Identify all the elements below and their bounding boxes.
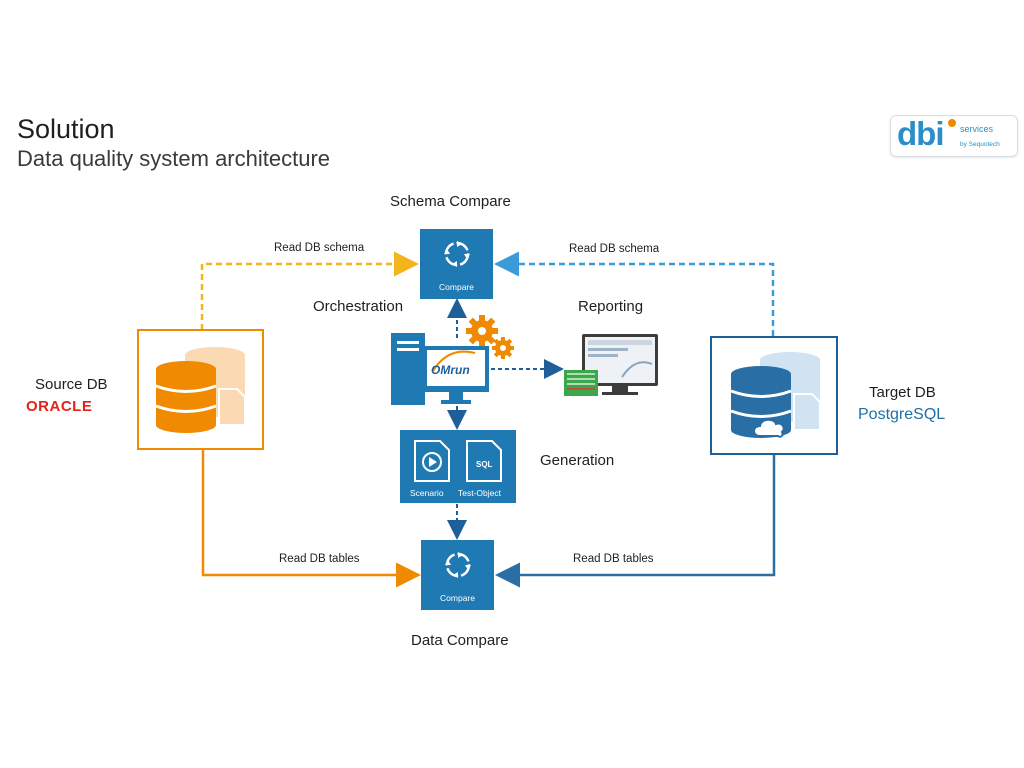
data-compare-box-label: Compare bbox=[440, 593, 475, 603]
database-icon bbox=[730, 352, 821, 438]
schema-compare-box-label: Compare bbox=[439, 282, 474, 292]
schema-compare-box: Compare bbox=[420, 229, 493, 299]
target-db-heading: Target DB bbox=[869, 384, 936, 401]
logo-dot bbox=[948, 119, 956, 127]
test-object-label: Test-Object bbox=[458, 488, 501, 498]
edge-label-source-tables: Read DB tables bbox=[279, 553, 360, 565]
edge-label-target-schema: Read DB schema bbox=[569, 243, 660, 255]
source-db-box bbox=[137, 329, 264, 450]
cloud-icon bbox=[753, 418, 785, 438]
orchestration-heading: Orchestration bbox=[313, 298, 404, 315]
omrun-logo-text: OMrun bbox=[431, 363, 470, 377]
slide-title: Solution bbox=[17, 114, 115, 144]
sql-document-icon bbox=[466, 440, 502, 482]
reporting-heading: Reporting bbox=[578, 298, 644, 315]
edge-source-tables bbox=[201, 450, 421, 588]
source-db-heading: Source DB bbox=[35, 376, 108, 393]
generation-box: SQL Scenario Test-Object bbox=[400, 430, 516, 503]
edge-target-schema bbox=[494, 251, 775, 336]
edge-source-schema bbox=[200, 251, 419, 330]
play-icon bbox=[429, 457, 437, 467]
generation-heading: Generation bbox=[540, 452, 615, 469]
report-screen-icon bbox=[564, 334, 658, 396]
dbi-services-logo: dbi services by Sequotech bbox=[890, 115, 1018, 157]
schema-compare-heading: Schema Compare bbox=[390, 193, 511, 210]
database-icon bbox=[155, 347, 246, 433]
data-compare-box: Compare bbox=[421, 540, 494, 610]
compare-cycle-icon bbox=[445, 552, 471, 578]
scenario-label: Scenario bbox=[410, 488, 444, 498]
edge-target-tables bbox=[495, 455, 776, 588]
data-compare-heading: Data Compare bbox=[411, 632, 509, 649]
sql-glyph: SQL bbox=[476, 460, 493, 469]
compare-cycle-icon bbox=[444, 241, 470, 267]
slide-subtitle: Data quality system architecture bbox=[17, 146, 331, 171]
postgresql-logo: PostgreSQL bbox=[858, 406, 946, 423]
gears-icon bbox=[466, 315, 514, 359]
edge-label-target-tables: Read DB tables bbox=[573, 553, 654, 565]
target-db-box bbox=[710, 336, 838, 455]
logo-byline: by Sequotech bbox=[960, 141, 1000, 148]
edge-label-source-schema: Read DB schema bbox=[274, 242, 365, 254]
logo-word: dbi bbox=[897, 115, 945, 152]
logo-tagline: services bbox=[960, 124, 994, 134]
computer-icon bbox=[391, 333, 489, 405]
document-icon bbox=[218, 388, 246, 426]
oracle-logo: ORACLE bbox=[26, 398, 93, 415]
document-icon bbox=[793, 393, 821, 431]
scenario-document-icon bbox=[414, 440, 450, 482]
